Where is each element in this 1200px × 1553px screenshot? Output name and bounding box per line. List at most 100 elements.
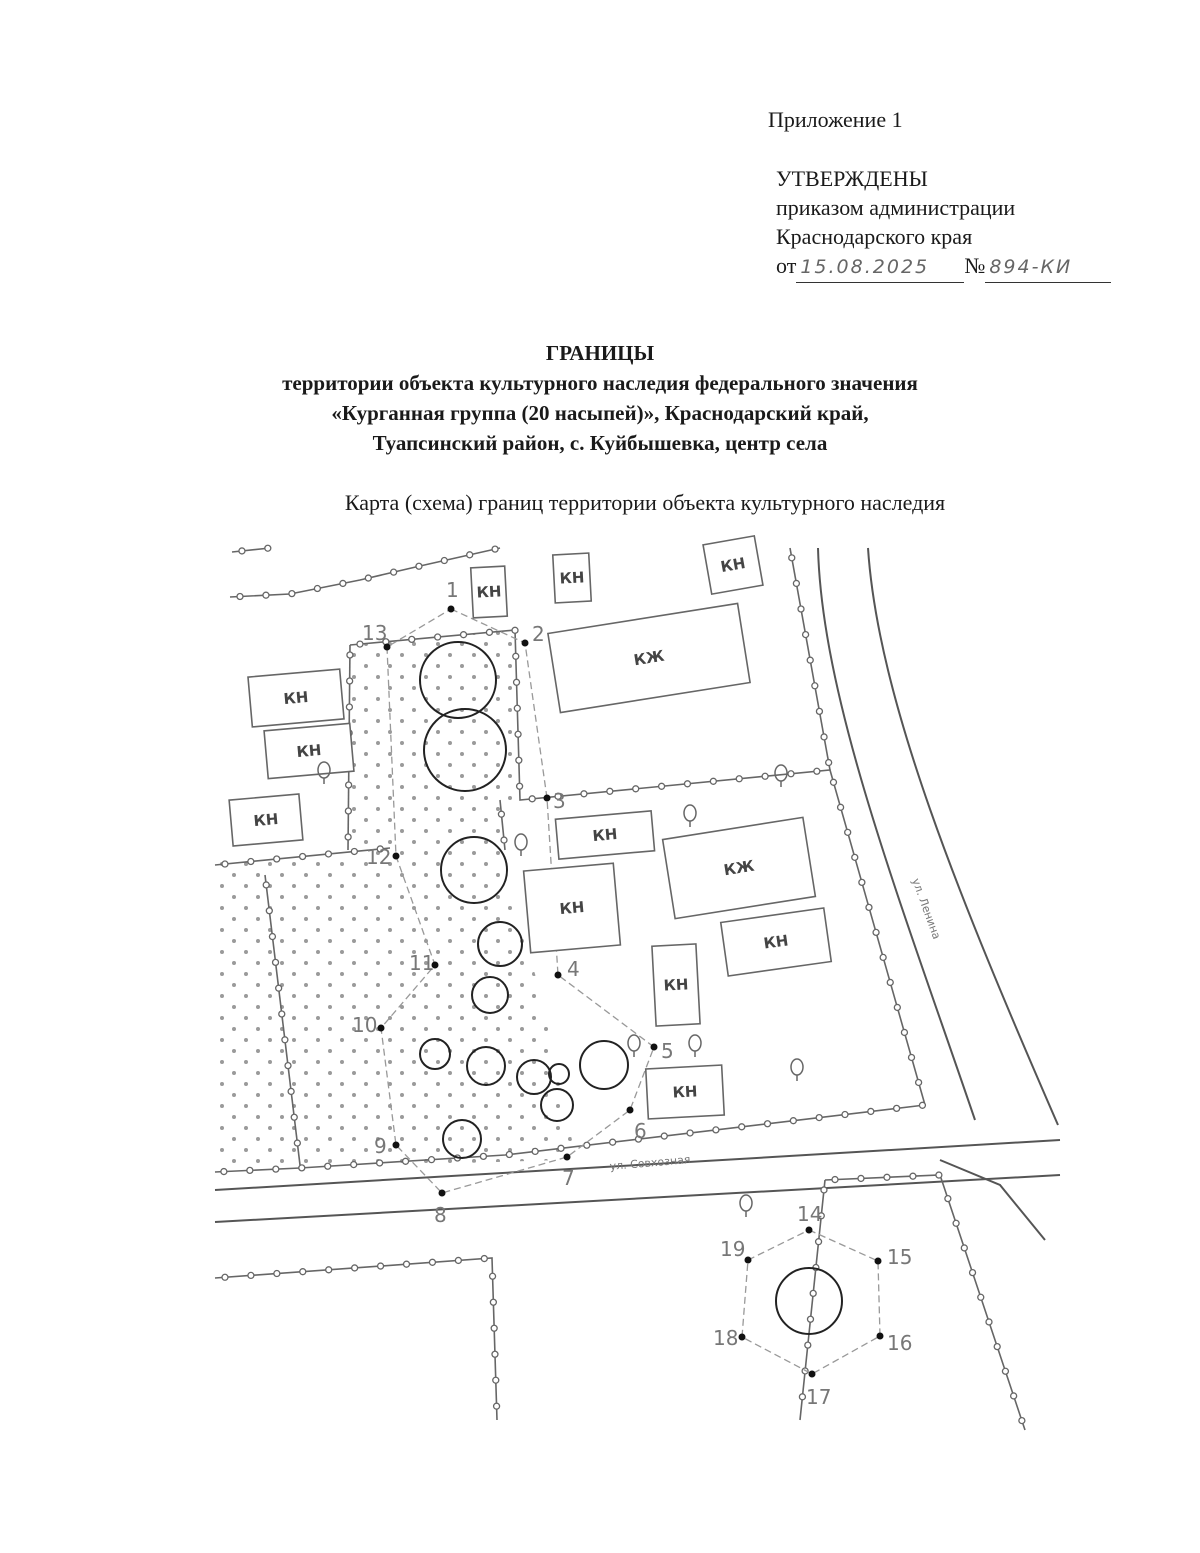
building: КН (702, 534, 764, 596)
boundary-point-marker (431, 961, 439, 969)
street-label: ул. Ленина (909, 877, 943, 941)
building-label: КН (559, 568, 585, 587)
boundary-point-number: 4 (567, 957, 580, 981)
mound-circle (471, 976, 509, 1014)
mound-circle (419, 641, 497, 719)
boundary-point-marker (447, 605, 455, 613)
boundary-point-marker (563, 1153, 571, 1161)
building-label: КН (283, 688, 309, 708)
building-label: КН (762, 931, 789, 952)
protected-territory (215, 630, 572, 1172)
building: КН (644, 1064, 726, 1120)
mound-circle (477, 921, 523, 967)
mound-circle (775, 1267, 843, 1335)
appendix-label: Приложение 1 (768, 107, 903, 132)
buildings: КН КН КН КЖ КН КН КН КН КЖ КН КН КН КН (228, 534, 833, 1120)
boundary-point-marker (543, 794, 551, 802)
boundary-point-number: 1 (446, 578, 459, 602)
building: КН (719, 907, 833, 977)
boundary-point-marker (876, 1332, 884, 1340)
building: КН (651, 943, 701, 1027)
fence-markers (220, 544, 1026, 1425)
boundary-point-number: 6 (634, 1119, 647, 1143)
boundary-point-number: 8 (434, 1203, 447, 1227)
building: КН (263, 722, 355, 780)
building: КН (469, 565, 509, 619)
title-line-2: территории объекта культурного наследия … (282, 371, 918, 395)
document-title: ГРАНИЦЫ территории объекта культурного н… (0, 338, 1200, 458)
mound-circle (423, 708, 507, 792)
order-number: 894-КИ (985, 253, 1112, 283)
building: КЖ (661, 816, 817, 920)
boundary-point-number: 9 (374, 1134, 387, 1158)
boundary-point-marker (626, 1106, 634, 1114)
boundary-point-marker (392, 1141, 400, 1149)
boundary-point-marker (805, 1226, 813, 1234)
roads (214, 547, 1061, 1241)
order-date: 15.08.2025 (796, 253, 965, 283)
building: КН (551, 552, 593, 604)
mound-circle (419, 1038, 451, 1070)
title-line-4: Туапсинский район, с. Куйбышевка, центр … (372, 431, 828, 455)
boundary-point-number: 15 (887, 1245, 912, 1269)
building: КЖ (547, 602, 751, 714)
boundary-point-number: 14 (797, 1202, 822, 1226)
mound-circle (440, 836, 508, 904)
cadastral-boundary (380, 608, 881, 1375)
boundary-point-number: 19 (720, 1237, 745, 1261)
from-label: от (776, 253, 797, 278)
by-order-label: приказом администрации (776, 195, 1016, 220)
building-label: КН (592, 825, 618, 845)
building-label: КН (672, 1082, 698, 1101)
boundary-point-marker (438, 1189, 446, 1197)
building: КН (554, 810, 656, 860)
mound-circle (540, 1088, 574, 1122)
mound-circle (516, 1059, 552, 1095)
boundary-point-marker (521, 639, 529, 647)
title-line-1: ГРАНИЦЫ (545, 341, 655, 365)
street-label: ул. Совхозная (609, 1153, 691, 1173)
boundary-point-number: 3 (553, 789, 566, 813)
mound-circle (442, 1119, 482, 1159)
boundary-point-marker (808, 1370, 816, 1378)
building-label: КН (296, 741, 322, 761)
boundary-point-number: 7 (562, 1166, 575, 1190)
boundary-point-marker (554, 971, 562, 979)
mound-circle (466, 1046, 506, 1086)
boundary-point-number: 11 (409, 951, 434, 975)
boundary-point-number: 17 (806, 1385, 831, 1409)
map-caption: Карта (схема) границ территории объекта … (344, 490, 946, 515)
number-label: № (964, 253, 986, 278)
building-label: КЖ (722, 857, 756, 880)
building-label: КН (253, 810, 279, 830)
building-label: КЖ (632, 647, 666, 670)
boundary-point-number: 12 (366, 845, 391, 869)
boundary-point-number: 13 (362, 621, 387, 645)
building: КН (228, 793, 304, 847)
boundary-point-number: 16 (887, 1331, 912, 1355)
boundary-point-marker (738, 1333, 746, 1341)
building-label: КН (719, 554, 747, 576)
building-label: КН (559, 898, 585, 918)
boundary-point-number: 2 (532, 622, 545, 646)
boundary-point-marker (392, 852, 400, 860)
mound-circle (548, 1063, 570, 1085)
title-line-3: «Курганная группа (20 насыпей)», Краснод… (331, 401, 869, 425)
boundary-point-marker (874, 1257, 882, 1265)
boundary-point-number: 5 (661, 1039, 674, 1063)
tree-icons (317, 761, 804, 1217)
building: КН (522, 862, 622, 954)
building-label: КН (663, 975, 689, 994)
building-label: КН (476, 582, 502, 601)
mound-circle (579, 1040, 629, 1090)
boundary-point-marker (744, 1256, 752, 1264)
boundary-point-marker (377, 1024, 385, 1032)
burial-mounds (419, 641, 843, 1335)
building: КН (247, 668, 345, 728)
boundary-point-number: 10 (352, 1013, 377, 1037)
region-label: Краснодарского края (776, 224, 973, 249)
boundary-point-marker (383, 643, 391, 651)
